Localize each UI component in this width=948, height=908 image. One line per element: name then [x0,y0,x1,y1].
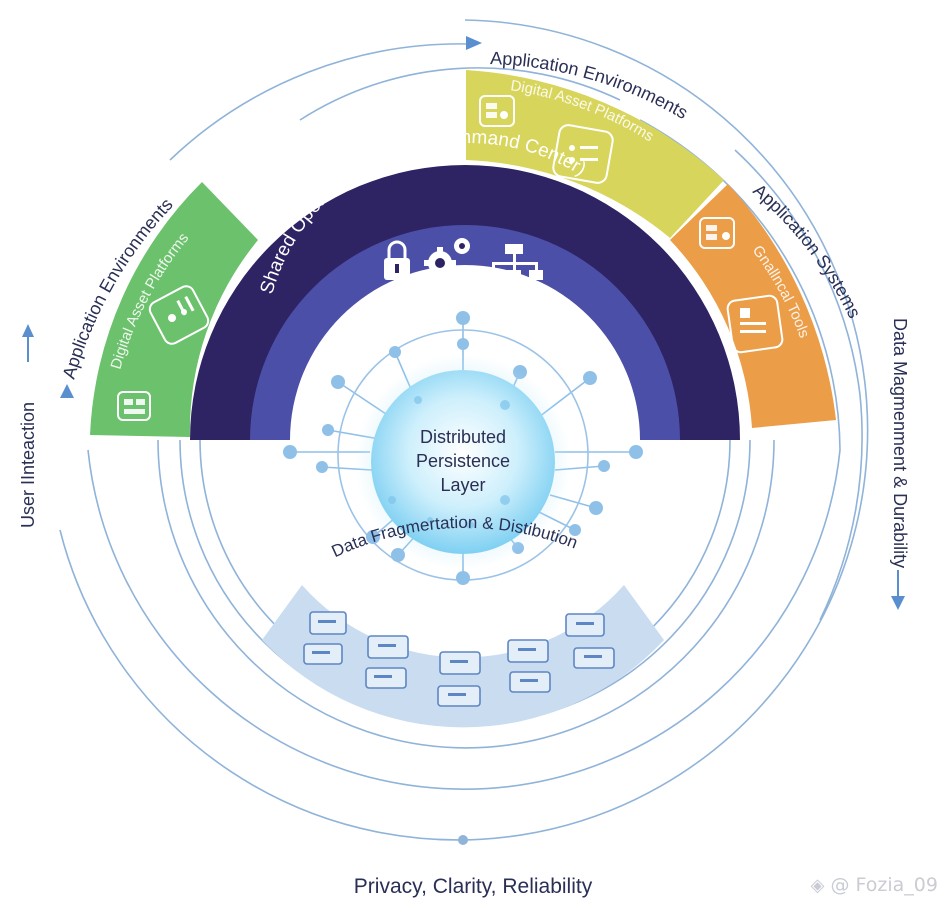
arrow-up-icon [22,324,34,337]
form-icon [699,217,735,249]
form-icon [117,391,151,421]
core-line-1: Distributed [420,427,506,447]
bottom-caption: Privacy, Clarity, Reliability [354,875,593,898]
fragmentation-band [262,585,664,728]
core-sphere [355,354,571,570]
segment-orange[interactable] [670,184,836,428]
label-data-management: Data Magmenment & Durability [890,318,910,568]
operational-layer[interactable] [190,165,740,440]
workflow-icon [552,124,614,184]
lock-icon [384,240,410,280]
form-icon [479,95,515,127]
hierarchy-icon [486,244,543,280]
watermark: ◈ @ Fozia_09 [811,874,938,896]
gears-icon [424,238,470,279]
ring-arrow-left-icon [60,384,74,398]
diamond-logo-icon: ◈ [810,874,825,896]
dashboard-icon [148,285,210,345]
segment-green[interactable] [90,182,258,437]
server-slots [312,620,602,696]
document-icon [726,294,784,354]
core-line-3: Layer [440,475,485,495]
ring-dot-bottom [458,835,468,845]
segment-yellow[interactable] [466,70,724,238]
right-edge-label-group: Data Magmenment & Durability [890,318,910,610]
watermark-text: @ Fozia_09 [830,874,939,896]
ring-arrow-top-icon [466,36,482,50]
left-edge-label-group: User IInteaction [18,324,38,528]
core-line-2: Persistence [416,451,510,471]
label-user-interaction: User IInteaction [18,402,38,528]
arrow-down-icon [891,596,905,610]
